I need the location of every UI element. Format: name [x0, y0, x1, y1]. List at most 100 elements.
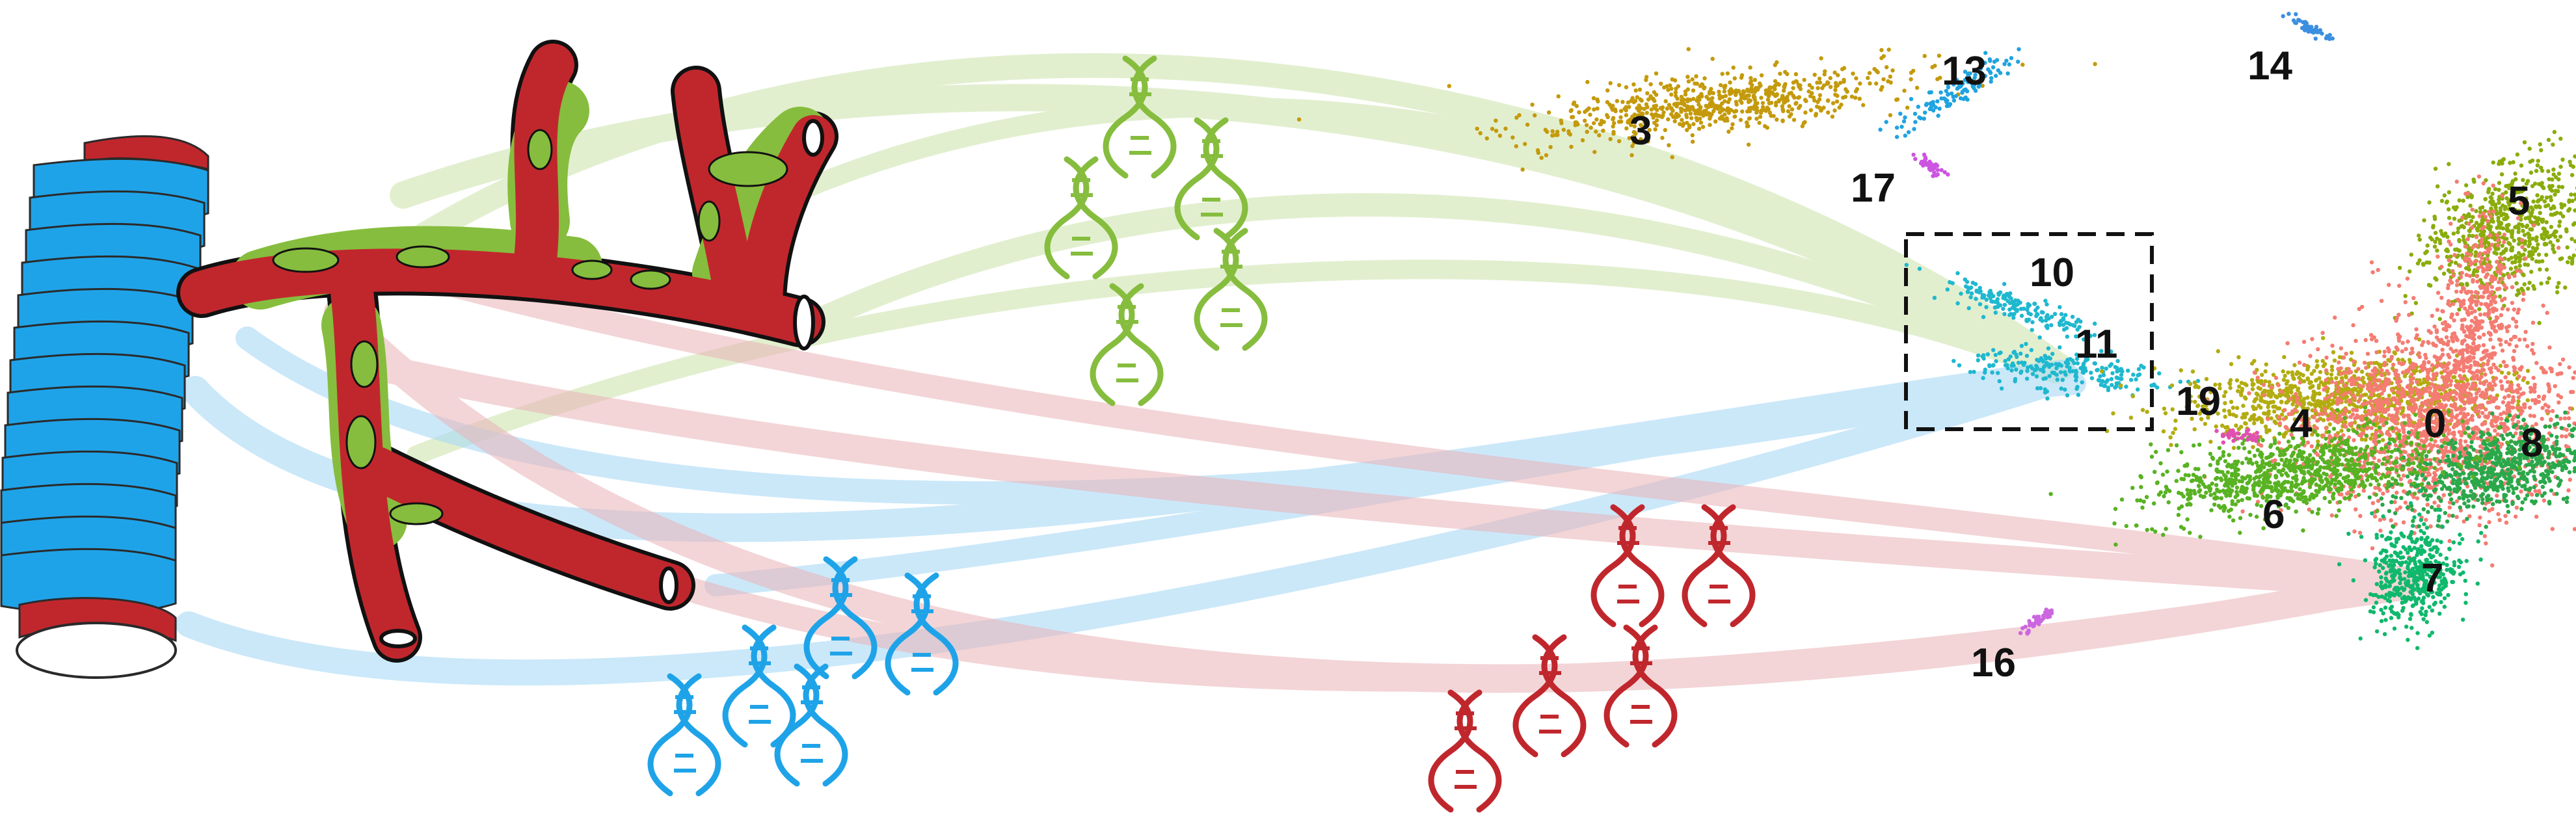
- cell-point-cluster-10: [1965, 289, 1970, 295]
- cell-point-cluster-3: [1723, 83, 1728, 88]
- cell-point-cluster-10: [2012, 302, 2017, 306]
- cell-point-cluster-0: [2396, 312, 2401, 317]
- cell-point-cluster-3: [1690, 105, 1695, 109]
- cell-point-cluster-0: [2511, 390, 2516, 394]
- cell-point-cluster-11: [2149, 383, 2154, 388]
- cell-point-cluster-5: [2515, 293, 2519, 297]
- cell-point-cluster-5: [2493, 187, 2498, 191]
- cell-point-cluster-5: [2461, 234, 2465, 239]
- cell-point-cluster-0: [2283, 408, 2287, 412]
- cell-point-cluster-0: [2460, 271, 2464, 275]
- cell-point-cluster-14: [2327, 36, 2332, 41]
- cell-point-cluster-0: [2397, 390, 2402, 395]
- cell-point-cluster-5: [2567, 207, 2572, 211]
- cell-point-cluster-0: [2497, 280, 2501, 284]
- cell-point-cluster-11: [2030, 372, 2035, 377]
- cell-point-cluster-5: [2567, 198, 2571, 203]
- cell-point-cluster-5: [2547, 276, 2551, 281]
- cell-point-cluster-4: [2311, 384, 2315, 389]
- cell-point-cluster-0: [2516, 310, 2520, 315]
- cell-point-cluster-4: [2363, 438, 2368, 442]
- cell-point-cluster-3: [1723, 94, 1728, 98]
- cell-point-cluster-10: [1974, 297, 1978, 301]
- cell-point-cluster-4: [2316, 386, 2321, 390]
- cell-point-cluster-4: [2263, 379, 2268, 384]
- cell-point-cluster-0: [2528, 386, 2533, 390]
- cell-point-cluster-5: [2543, 204, 2548, 209]
- cell-point-cluster-5: [2530, 246, 2535, 250]
- cell-point-cluster-13: [1927, 90, 1932, 95]
- cell-point-cluster-4: [2305, 395, 2310, 400]
- cell-point-cluster-5: [2530, 184, 2535, 189]
- cell-point-cluster-11: [2045, 396, 2050, 401]
- cell-point-cluster-11: [2115, 365, 2119, 371]
- cell-point-cluster-3: [1747, 93, 1751, 98]
- cell-point-cluster-0: [2445, 391, 2450, 397]
- cell-point-cluster-13: [1946, 82, 1950, 86]
- cell-point-cluster-0: [2461, 382, 2465, 387]
- cell-point-cluster-0: [2470, 336, 2475, 341]
- cell-point-cluster-0: [2455, 311, 2460, 317]
- cell-point-cluster-3: [1732, 76, 1737, 81]
- cell-point-cluster-0: [2549, 369, 2554, 374]
- cell-point-cluster-5: [2534, 235, 2539, 240]
- cell-point-cluster-10: [2078, 319, 2083, 324]
- cell-point-cluster-5: [2506, 207, 2512, 211]
- cell-point-cluster-5: [2568, 159, 2572, 164]
- cell-point-cluster-3: [1475, 126, 1479, 131]
- cell-point-cluster-10: [1904, 263, 1909, 267]
- cell-point-cluster-13: [1991, 65, 1996, 70]
- cell-point-cluster-5: [2551, 142, 2555, 147]
- cell-point-cluster-5: [2517, 263, 2522, 268]
- cell-point-cluster-5: [2504, 237, 2509, 241]
- cell-point-cluster-5: [2497, 223, 2501, 228]
- cell-point-cluster-11: [2047, 374, 2052, 378]
- cell-point-cluster-4: [2254, 397, 2259, 401]
- cell-point-cluster-3: [1629, 98, 1633, 103]
- cell-point-cluster-0: [2430, 382, 2434, 386]
- cell-point-cluster-3: [1709, 86, 1713, 91]
- cell-point-cluster-3: [1484, 136, 1489, 140]
- cell-point-cluster-0: [2463, 439, 2468, 444]
- cell-point-cluster-0: [2381, 491, 2385, 496]
- cell-point-cluster-3: [1726, 129, 1731, 134]
- cell-point-cluster-0: [2458, 263, 2462, 268]
- cell-point-cluster-5: [2523, 248, 2527, 252]
- cell-point-cluster-0: [2394, 345, 2399, 350]
- cell-point-cluster-3: [1710, 96, 1715, 101]
- cell-point-cluster-3: [1720, 72, 1724, 76]
- cell-point-cluster-0: [2534, 361, 2539, 365]
- cell-point-cluster-0: [2407, 416, 2412, 421]
- cell-point-cluster-0: [2491, 345, 2495, 350]
- cell-point-cluster-10: [1950, 281, 1955, 285]
- cell-point-cluster-11: [2009, 368, 2014, 373]
- cell-point-cluster-3: [1644, 77, 1648, 83]
- cell-point-cluster-3: [1811, 95, 1816, 100]
- cell-point-cluster-13: [1955, 86, 1960, 91]
- cell-point-cluster-3: [1700, 125, 1706, 129]
- cell-point-cluster-13: [1968, 71, 1972, 76]
- cell-point-cluster-4: [2329, 406, 2334, 412]
- cell-point-cluster-11: [2047, 364, 2052, 369]
- cell-point-cluster-0: [2558, 416, 2563, 421]
- cell-point-cluster-0: [2432, 392, 2437, 397]
- cell-point-cluster-3: [1723, 99, 1727, 103]
- cell-point-cluster-5: [2451, 231, 2456, 236]
- cell-point-cluster-17: [1922, 159, 1927, 165]
- cell-point-cluster-3: [1638, 128, 1643, 133]
- cell-point-cluster-10: [1970, 280, 1975, 285]
- cell-point-cluster-5: [2549, 206, 2553, 211]
- cell-point-cluster-0: [2391, 362, 2396, 367]
- cell-point-cluster-0: [2374, 415, 2379, 420]
- cell-point-cluster-0: [2395, 375, 2399, 380]
- cell-point-cluster-4: [2321, 364, 2326, 369]
- cell-point-cluster-0: [2324, 355, 2329, 360]
- cell-point-cluster-3: [1843, 94, 1848, 99]
- cell-point-cluster-11: [2016, 360, 2021, 365]
- cell-point-cluster-5: [2527, 146, 2532, 151]
- cell-point-cluster-0: [2422, 365, 2427, 370]
- dna-icon: [1516, 637, 1583, 754]
- cell-point-cluster-11: [2054, 366, 2059, 371]
- cell-point-cluster-0: [2312, 415, 2316, 419]
- cell-point-cluster-10: [2039, 310, 2044, 315]
